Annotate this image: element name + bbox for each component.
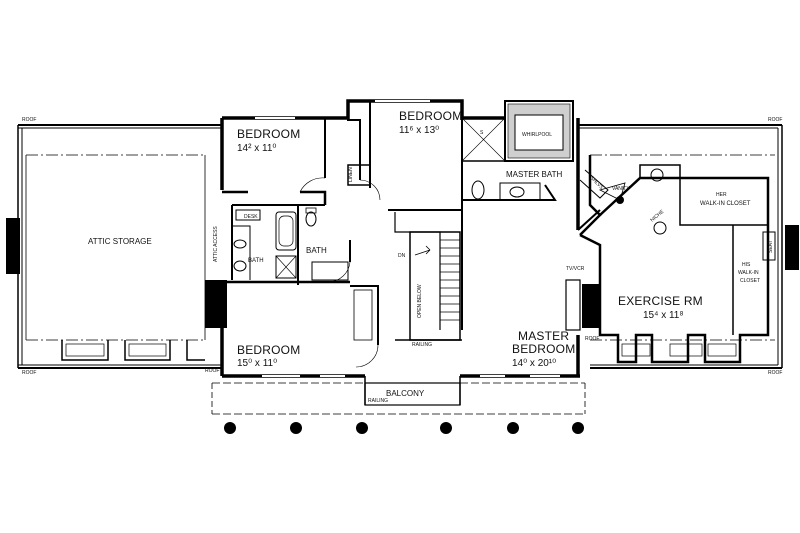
attic-wing	[6, 124, 227, 369]
railing-label: RAILING	[412, 342, 432, 348]
linen-label: LINEN	[348, 167, 354, 182]
bath-label: BATH	[306, 246, 327, 255]
roof-label: ROOF	[768, 117, 782, 123]
bedroom-3-name: BEDROOM	[237, 343, 300, 357]
her-closet-line1: HER	[716, 192, 727, 198]
master-bedroom-size: 14⁰ x 20¹⁰	[512, 358, 556, 369]
master-bedroom-name-line2: BEDROOM	[512, 342, 575, 356]
bedroom-1-name: BEDROOM	[237, 127, 300, 141]
balcony	[211, 376, 586, 434]
bedroom-2-size: 11⁶ x 13⁰	[399, 125, 439, 136]
open-below-label: OPEN BELOW	[417, 284, 423, 318]
roof-label: ROOF	[768, 370, 782, 376]
shower-label: S	[480, 130, 484, 136]
whirlpool-label: WHIRLPOOL	[522, 132, 552, 138]
bedroom-3-size: 15⁰ x 11⁰	[237, 358, 277, 369]
his-closet-line2: WALK-IN	[738, 270, 759, 276]
seat-label: SEAT	[768, 240, 774, 253]
roof-label: ROOF	[22, 117, 36, 123]
master-bath-label: MASTER BATH	[506, 170, 563, 179]
roof-label: ROOF	[205, 368, 219, 374]
exercise-room-name: EXERCISE RM	[618, 294, 703, 308]
bath-label: BATH	[248, 258, 264, 264]
main-block-walls	[220, 99, 601, 378]
niche-label: NICHE	[649, 209, 665, 224]
roof-label: ROOF	[22, 370, 36, 376]
her-closet-line2: WALK-IN CLOSET	[700, 201, 751, 207]
master-bedroom-name-line1: MASTER	[518, 329, 569, 343]
exercise-room-size: 15⁴ x 11⁸	[643, 310, 684, 321]
his-closet-line3: CLOSET	[740, 278, 760, 284]
right-wing	[578, 124, 799, 369]
attic-storage-label: ATTIC STORAGE	[88, 237, 152, 246]
roof-label: ROOF	[585, 336, 599, 342]
railing-label: RAILING	[368, 398, 388, 404]
tv-vcr-label: TV/VCR	[566, 266, 585, 272]
desk-label: DESK	[244, 214, 258, 220]
bedroom-1-size: 14² x 11⁰	[237, 143, 276, 154]
vanity-label: VANITY	[612, 186, 630, 192]
balcony-label: BALCONY	[386, 389, 425, 398]
attic-access-label: ATTIC ACCESS	[213, 226, 219, 262]
bedroom-2-name: BEDROOM	[399, 109, 462, 123]
stair-down-label: DN	[398, 253, 406, 259]
his-closet-line1: HIS	[742, 262, 751, 268]
